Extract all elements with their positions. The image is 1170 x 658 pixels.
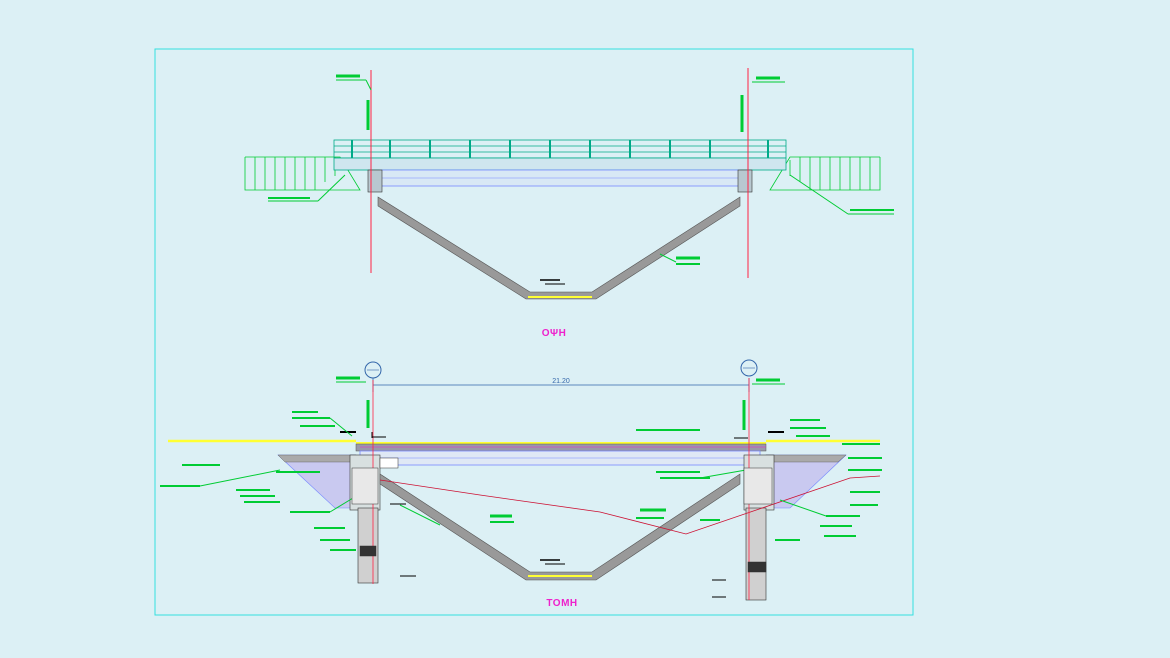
abutment-axis-marker-icon [740, 359, 758, 377]
right-embankment-hatch [769, 156, 881, 191]
stream-bed-elevation [377, 196, 741, 300]
section-annotations-right [636, 378, 882, 541]
elevation-annotations [268, 74, 894, 285]
section-view-title: ΤΟΜΗ [546, 598, 578, 609]
level-marker-icon [340, 431, 784, 598]
drawing-frame [154, 48, 914, 616]
existing-ground-line [379, 475, 881, 535]
bridge-railing [333, 139, 787, 159]
elevation-view-title: ΟΨΗ [541, 328, 567, 339]
abutment-axis-marker-icon [364, 361, 382, 379]
bridge-deck-elevation [333, 157, 787, 193]
gabion-detail [351, 467, 773, 573]
section-annotations-left [160, 376, 514, 551]
deck-slab-section [355, 443, 767, 466]
stream-bed-section [379, 473, 741, 581]
section-view: 21.20 [160, 359, 882, 601]
elevation-view [244, 68, 894, 300]
span-dimension-text: 21.20 [552, 378, 570, 385]
